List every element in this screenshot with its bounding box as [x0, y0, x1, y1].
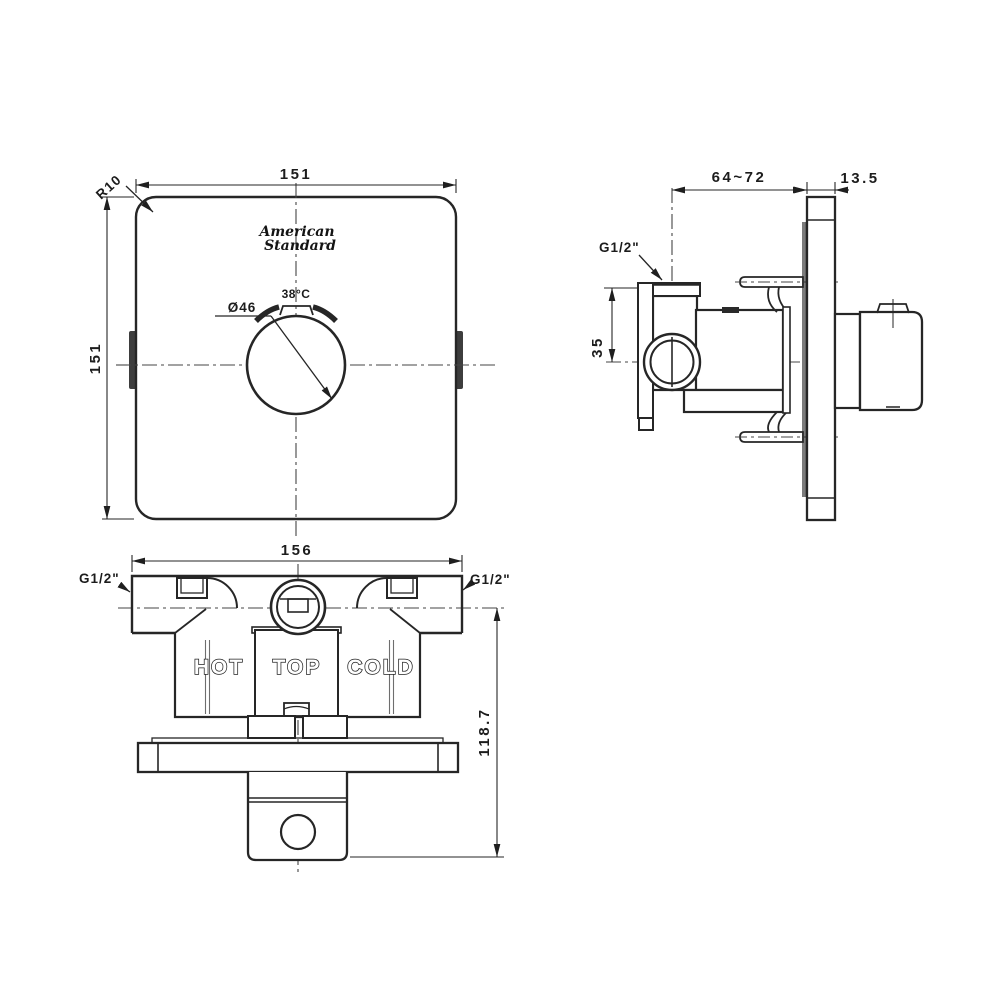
- bottom-left-boss-inner: [180, 577, 204, 594]
- side-bottom-screw-strap: [767, 411, 788, 433]
- bottom-cold-label: COLD: [347, 656, 415, 679]
- side-knob-body: [858, 310, 924, 412]
- side-wall-sheet: [802, 222, 806, 497]
- side-top-screw-bar: [739, 276, 804, 288]
- side-bracket-foot: [638, 417, 654, 431]
- bottom-plate: [136, 741, 460, 774]
- front-knob-top-tab: [279, 305, 314, 316]
- front-temp-arc-left: [254, 304, 280, 323]
- bottom-right-boss-inner: [390, 577, 414, 594]
- bottom-body-seams: [204, 640, 395, 714]
- bottom-left-chamfer: [174, 608, 207, 634]
- bottom-right-shoulder-arc: [356, 577, 388, 609]
- side-view: [604, 182, 924, 522]
- side-offset-dim-label: 35: [589, 336, 606, 358]
- bottom-stem-block-left: [247, 715, 296, 739]
- side-knob-stub: [833, 312, 862, 410]
- side-thin-plate: [782, 306, 791, 414]
- front-temp-arc-right: [312, 304, 338, 323]
- side-wall-plate-caps: [807, 219, 835, 499]
- front-temperature-label: 38°C: [282, 287, 311, 301]
- bottom-depth-dim-label: 118.7: [476, 707, 493, 756]
- bottom-plate-caps: [157, 743, 439, 772]
- front-corner-radius-label: R10: [93, 171, 125, 202]
- side-thread-leader: [638, 254, 663, 281]
- bottom-stem-nut: [283, 702, 310, 717]
- side-body-lower-step: [682, 388, 785, 414]
- front-knob-diameter-leader: [270, 315, 333, 400]
- bottom-flange-outline: [130, 574, 464, 635]
- side-wall-plate: [805, 195, 837, 522]
- bottom-right-chamfer: [389, 608, 421, 634]
- brand-logo-line1: American: [257, 224, 334, 240]
- bottom-top-label: TOP: [273, 656, 322, 679]
- bottom-left-thread-label: G1/2": [79, 571, 120, 586]
- side-depth-dim-label: 64~72: [712, 169, 767, 186]
- bottom-width-dim-label: 156: [281, 542, 314, 559]
- bottom-knob-hole: [279, 813, 317, 851]
- front-height-dim-label: 151: [87, 342, 104, 375]
- bottom-left-thread-leader: [117, 581, 131, 593]
- bottom-left-shoulder-arc: [206, 577, 238, 609]
- brand-logo-line2: Standard: [264, 238, 336, 254]
- bottom-view: [117, 555, 507, 874]
- front-knob-circle: [245, 314, 347, 416]
- bottom-top-port-inner: [276, 585, 320, 629]
- bottom-top-port-plug: [287, 598, 309, 613]
- side-thickness-dim-label: 13.5: [840, 170, 879, 187]
- side-body-detail: [722, 307, 739, 313]
- bottom-knob-divider: [248, 797, 347, 803]
- bottom-top-port-outer: [269, 578, 327, 636]
- bottom-right-thread-label: G1/2": [470, 572, 511, 587]
- bottom-right-thread-leader: [462, 579, 476, 591]
- front-width-dim-label: 151: [280, 166, 313, 183]
- side-thread-label: G1/2": [599, 240, 640, 255]
- side-body-cylinder: [694, 308, 785, 392]
- bottom-hot-label: HOT: [194, 656, 244, 679]
- front-view: [102, 179, 496, 537]
- front-knob-diameter-label: Ø46: [228, 300, 257, 315]
- bottom-stem-block-right: [302, 715, 348, 739]
- side-bottom-screw-bar: [739, 431, 804, 443]
- bottom-stem-nut-curve: [283, 705, 310, 710]
- front-corner-radius-leader: [125, 185, 154, 213]
